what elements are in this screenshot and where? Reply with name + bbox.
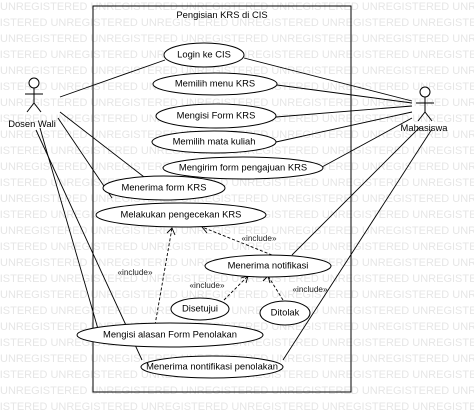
watermark-text: UNREGISTERED UNREGISTERED UNREGISTERED U… bbox=[0, 1, 474, 13]
watermark-text: UNREGISTERED UNREGISTERED UNREGISTERED U… bbox=[0, 33, 474, 45]
actor-leg-left bbox=[417, 111, 426, 122]
watermark-text: UNREGISTERED UNREGISTERED UNREGISTERED U… bbox=[0, 97, 474, 109]
svg-text:Login ke CIS: Login ke CIS bbox=[177, 48, 231, 59]
assoc-dosen-notif-penolakan bbox=[35, 129, 143, 361]
watermark-text: UNREGISTERED UNREGISTERED UNREGISTERED U… bbox=[0, 289, 474, 301]
assoc-dosen-menerima-form bbox=[59, 111, 149, 181]
include-relations bbox=[154, 226, 284, 326]
actor-leg-right bbox=[33, 102, 42, 113]
watermark-text: UNREGISTERED UNREGISTERED UNREGISTERED U… bbox=[0, 273, 474, 285]
assoc-mhs-memilih-matkul bbox=[275, 111, 413, 143]
assoc-mhs-mengisi-form bbox=[275, 105, 413, 118]
svg-text:Menerima nontifikasi penolakan: Menerima nontifikasi penolakan bbox=[146, 360, 278, 371]
include-alasan-to-pengecekan bbox=[154, 227, 173, 326]
svg-text:Menerima notifikasi: Menerima notifikasi bbox=[228, 259, 309, 270]
watermark-text: UNREGISTERED UNREGISTERED UNREGISTERED U… bbox=[0, 17, 474, 29]
associations bbox=[35, 57, 433, 361]
svg-text:Mengisi Form KRS: Mengisi Form KRS bbox=[177, 109, 256, 120]
assoc-dosen-alasan bbox=[39, 127, 99, 330]
svg-text:Melakukan pengecekan KRS: Melakukan pengecekan KRS bbox=[121, 208, 242, 219]
include-label: «include» bbox=[117, 268, 152, 277]
watermark-text: UNREGISTERED UNREGISTERED UNREGISTERED U… bbox=[0, 241, 474, 253]
use-case-alasan[interactable]: Mengisi alasan Form Penolakan bbox=[76, 322, 264, 348]
watermark-text: UNREGISTERED UNREGISTERED UNREGISTERED U… bbox=[0, 401, 474, 413]
assoc-mhs-login bbox=[243, 57, 413, 102]
actor-leg-left bbox=[26, 102, 35, 113]
actor-dosen-wali[interactable]: Dosen Wali bbox=[8, 77, 56, 129]
watermark-text: UNREGISTERED UNREGISTERED UNREGISTERED U… bbox=[0, 225, 474, 237]
use-case-menerima-form[interactable]: Menerima form KRS bbox=[102, 175, 226, 201]
watermark-text: UNREGISTERED UNREGISTERED UNREGISTERED U… bbox=[0, 385, 474, 397]
actor-head bbox=[28, 77, 40, 89]
assoc-mhs-mengirim-form bbox=[321, 117, 413, 168]
svg-text:Menerima form KRS: Menerima form KRS bbox=[122, 181, 207, 192]
use-case-memilih-menu[interactable]: Memilih menu KRS bbox=[152, 72, 278, 96]
include-label: «include» bbox=[292, 285, 327, 294]
svg-text:Memilih menu KRS: Memilih menu KRS bbox=[175, 77, 255, 88]
include-disetujui-to-notifikasi bbox=[223, 275, 249, 301]
use-case-memilih-matkul[interactable]: Memilih mata kuliah bbox=[151, 130, 277, 154]
include-label: «include» bbox=[189, 281, 224, 290]
assoc-mhs-notif-penolakan bbox=[282, 128, 433, 361]
use-case-pengecekan[interactable]: Melakukan pengecekan KRS bbox=[95, 202, 267, 228]
assoc-mhs-memilih-menu bbox=[276, 84, 413, 104]
svg-text:Ditolak: Ditolak bbox=[271, 306, 300, 317]
actor-label: Mahasiswa bbox=[401, 122, 449, 133]
use-case-login[interactable]: Login ke CIS bbox=[163, 42, 245, 68]
system-title: Pengisian KRS di CIS bbox=[176, 9, 267, 20]
actor-leg-right bbox=[424, 111, 433, 122]
actor-mahasiswa[interactable]: Mahasiswa bbox=[401, 86, 449, 133]
assoc-dosen-pengecekan bbox=[57, 117, 113, 199]
svg-text:Memilih mata kuliah: Memilih mata kuliah bbox=[173, 135, 256, 146]
assoc-dosen-login bbox=[59, 59, 166, 98]
use-case-ditolak[interactable]: Ditolak bbox=[259, 300, 311, 326]
include-label: «include» bbox=[241, 234, 276, 243]
assoc-mhs-notifikasi bbox=[291, 126, 421, 256]
svg-text:Mengisi alasan Form Penolakan: Mengisi alasan Form Penolakan bbox=[103, 328, 237, 339]
actor-head bbox=[419, 86, 431, 98]
use-case-notif-penolakan[interactable]: Menerima nontifikasi penolakan bbox=[140, 355, 284, 379]
include-notifikasi-to-pengecekan bbox=[201, 226, 273, 256]
actor-label: Dosen Wali bbox=[8, 118, 56, 129]
system-boundary bbox=[92, 5, 352, 393]
svg-text:Mengirim form pengajuan KRS: Mengirim form pengajuan KRS bbox=[179, 161, 307, 172]
use-case-mengisi-form[interactable]: Mengisi Form KRS bbox=[155, 103, 277, 129]
use-case-notifikasi[interactable]: Menerima notifikasi bbox=[204, 254, 332, 278]
arrowhead-pengecekan-left bbox=[166, 227, 176, 236]
svg-text:Disetujui: Disetujui bbox=[182, 302, 218, 313]
use-case-disetujui[interactable]: Disetujui bbox=[170, 297, 230, 321]
watermark-text: UNREGISTERED UNREGISTERED UNREGISTERED U… bbox=[0, 65, 474, 77]
use-case-mengirim-form[interactable]: Mengirim form pengajuan KRS bbox=[162, 156, 324, 180]
